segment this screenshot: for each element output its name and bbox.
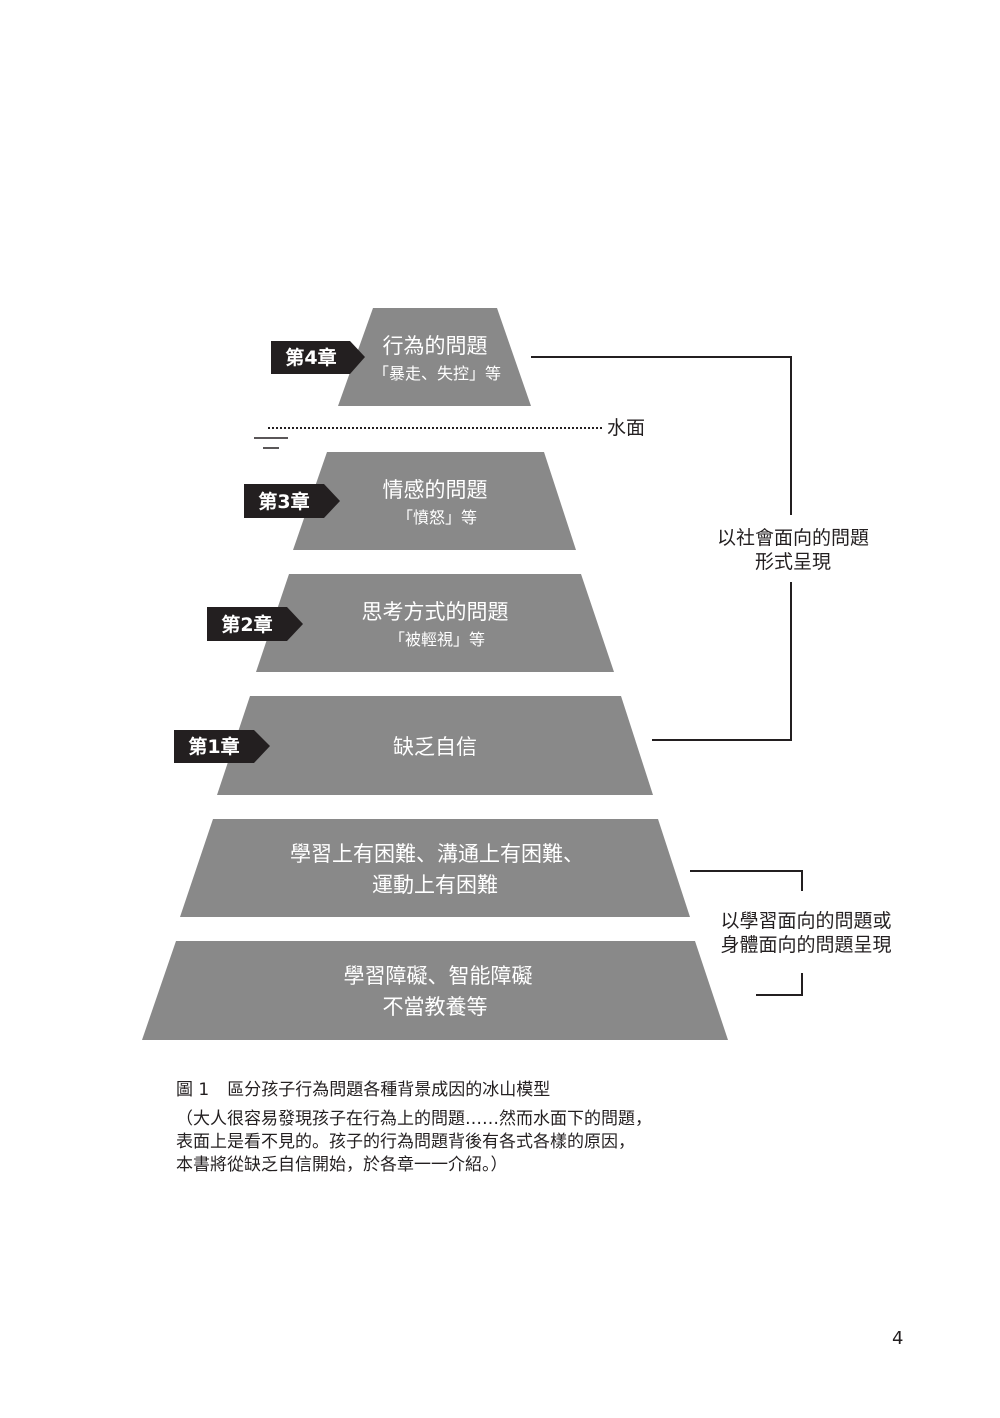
chapter-3-badge: 第3章 — [244, 484, 340, 518]
layer-1-shape — [217, 696, 653, 795]
figure-number: 圖 1 — [176, 1080, 210, 1100]
layer-learning-line2: 運動上有困難 — [372, 873, 498, 897]
learning-bracket-bottom — [756, 973, 803, 996]
chapter-1-badge: 第1章 — [174, 730, 270, 763]
layer-3-title: 情感的問題 — [383, 478, 488, 502]
caption-title-line: 圖 1 區分孩子行為問題各種背景成因的冰山模型 — [176, 1078, 736, 1102]
layer-base-line2: 不當教養等 — [383, 995, 488, 1019]
caption-line-2: 表面上是看不見的。孩子的行為問題背後有各式各樣的原因， — [176, 1132, 635, 1152]
chapter-4-label: 第4章 — [285, 346, 336, 369]
layer-4-subtitle: 「暴走、失控」等 — [373, 364, 501, 383]
caption-line-1: （大人很容易發現孩子在行為上的問題……然而水面下的問題， — [176, 1109, 652, 1129]
layer-1-title: 缺乏自信 — [393, 735, 477, 759]
layer-3-subtitle: 「憤怒」等 — [397, 508, 477, 527]
water-label: 水面 — [607, 417, 645, 439]
layer-3-shape — [293, 452, 576, 550]
layer-4-shape — [338, 308, 531, 406]
learning-bracket-label-2: 身體面向的問題呈現 — [720, 934, 891, 956]
learning-bracket-label-1: 以學習面向的問題或 — [720, 910, 891, 932]
layer-learning-shape — [180, 819, 690, 917]
layer-base-line1: 學習障礙、智能障礙 — [344, 964, 533, 988]
chapter-1-label: 第1章 — [188, 735, 239, 758]
figure-caption: 圖 1 區分孩子行為問題各種背景成因的冰山模型 （大人很容易發現孩子在行為上的問題… — [176, 1078, 736, 1177]
water-symbol — [254, 437, 288, 449]
social-bracket-top — [531, 356, 792, 515]
layer-2-title: 思考方式的問題 — [362, 600, 509, 624]
caption-line-3: 本書將從缺乏自信開始，於各章一一介紹。） — [176, 1155, 508, 1175]
layer-2-subtitle: 「被輕視」等 — [389, 630, 485, 649]
social-bracket-label-2: 形式呈現 — [755, 551, 831, 573]
layer-2-shape — [256, 574, 614, 672]
social-bracket-label-1: 以社會面向的問題 — [717, 527, 869, 549]
chapter-2-label: 第2章 — [221, 613, 272, 636]
chapter-2-badge: 第2章 — [207, 607, 303, 641]
social-bracket-bottom — [652, 582, 792, 741]
caption-body: （大人很容易發現孩子在行為上的問題……然而水面下的問題， 表面上是看不見的。孩子… — [176, 1108, 736, 1177]
chapter-4-badge: 第4章 — [271, 341, 365, 374]
layer-4-title: 行為的問題 — [383, 334, 488, 358]
chapter-3-label: 第3章 — [258, 490, 309, 513]
learning-bracket-top — [690, 870, 803, 891]
page-number: 4 — [892, 1328, 904, 1349]
figure-title: 區分孩子行為問題各種背景成因的冰山模型 — [227, 1080, 551, 1100]
layer-base-shape — [142, 941, 728, 1040]
layer-learning-line1: 學習上有困難、溝通上有困難、 — [290, 842, 584, 866]
